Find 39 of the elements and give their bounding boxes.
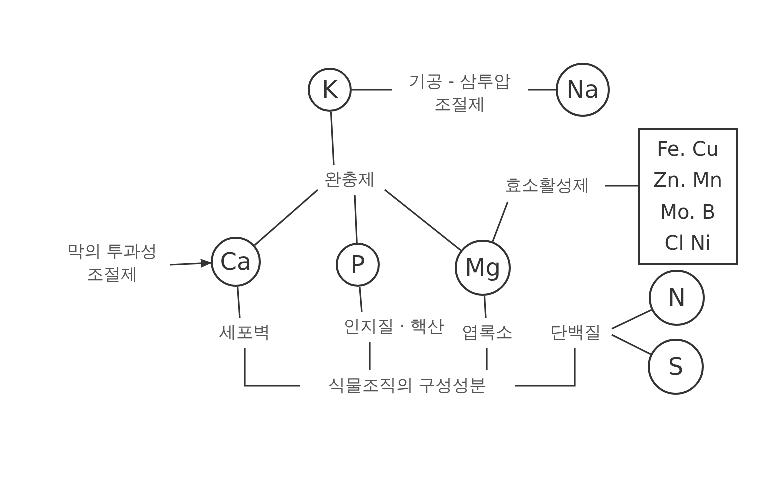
handwritten-label: 엽록소 [462,322,513,344]
element-circle: S [648,339,704,395]
connector-line [484,296,487,318]
connector-line [528,89,556,91]
connector-line [369,342,371,370]
handwritten-label: 단백질 [550,322,602,344]
arrow [170,259,212,268]
element-circle: Ca [211,237,261,287]
element-list-box [638,128,738,265]
handwritten-label: 완충제 [324,168,376,192]
connector-line [254,189,319,246]
connector-line [244,348,300,387]
connector-line [605,185,638,187]
connector-line [612,334,652,356]
connector-line [330,112,335,166]
element-pair: Fe. Cu [656,136,720,164]
connector-line [492,202,509,242]
element-circle: K [308,68,352,112]
connector-line [486,348,488,370]
handwritten-label: 기공 - 삼투압 조절제 [408,71,512,117]
handwritten-label: 효소활성제 [505,174,590,198]
connector-line [354,194,358,244]
element-circle: P [336,243,380,287]
connector-line [359,286,363,312]
element-pair: Cl Ni [664,230,712,257]
element-pair: Mo. B [660,198,716,226]
element-circle: Mg [455,240,511,296]
handwritten-label: 식물조직의 구성성분 [328,374,487,398]
handwritten-label: 막의 투과성 조절제 [66,241,159,287]
element-circle: Na [556,63,610,117]
connector-line [237,286,241,318]
element-circle: N [649,270,705,326]
connector-line [352,89,392,91]
connector-line [384,189,462,252]
connector-line [612,309,652,330]
handwritten-label: 세포벽 [220,322,270,344]
element-pair: Zn. Mn [653,167,723,194]
handwritten-label: 인지질 · 핵산 [343,316,445,338]
connector-line [515,348,576,387]
